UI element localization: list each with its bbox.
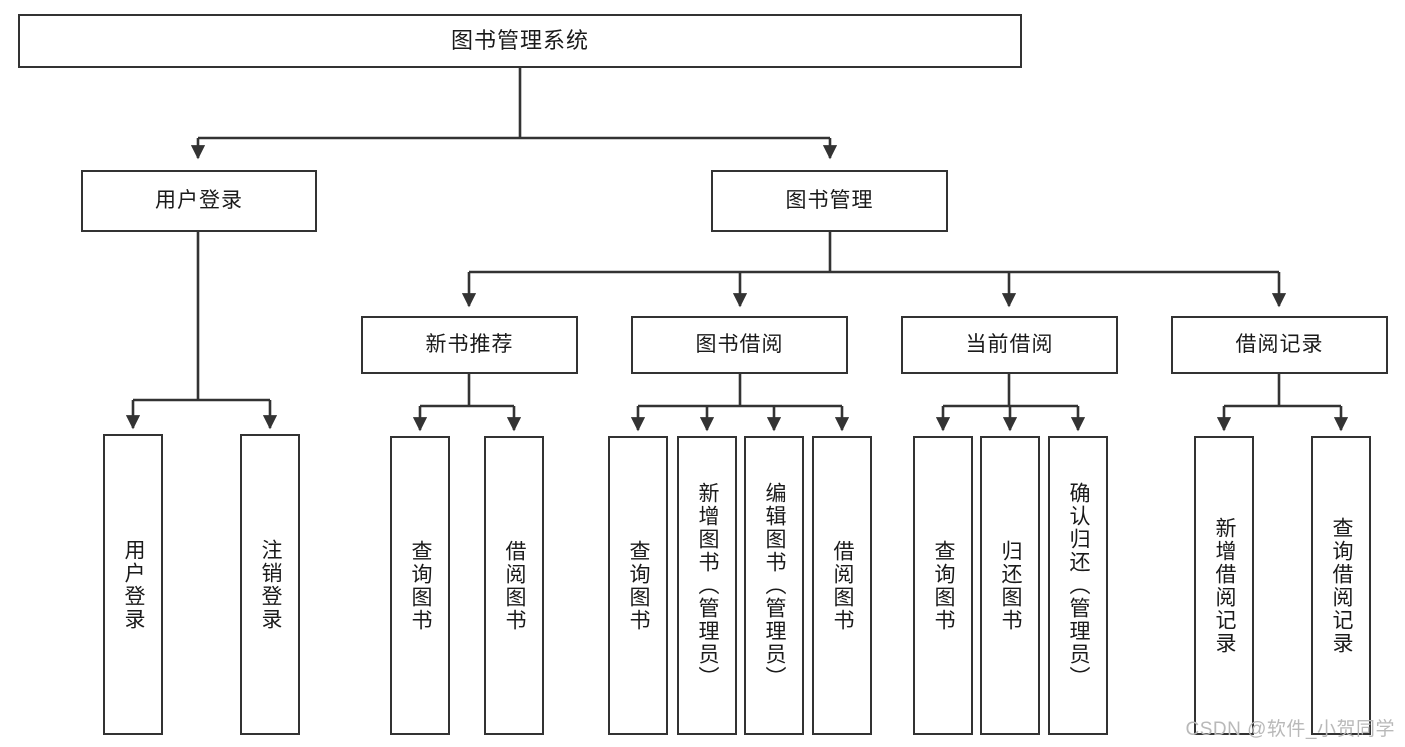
leaf-edit-book-label: 编辑图书（管理员） <box>763 482 787 689</box>
leaf-query-book-2[interactable]: 查询图书 <box>608 436 668 735</box>
node-book-borrow[interactable]: 图书借阅 <box>631 316 848 374</box>
leaf-confirm-return[interactable]: 确认归还（管理员） <box>1048 436 1108 735</box>
leaf-query-book-3-label: 查询图书 <box>932 539 956 632</box>
leaf-add-book-label: 新增图书（管理员） <box>696 482 720 689</box>
leaf-logout[interactable]: 注销登录 <box>240 434 300 735</box>
leaf-query-book-3[interactable]: 查询图书 <box>913 436 973 735</box>
leaf-add-book[interactable]: 新增图书（管理员） <box>677 436 737 735</box>
leaf-edit-book[interactable]: 编辑图书（管理员） <box>744 436 804 735</box>
node-current-borrow-label: 当前借阅 <box>965 333 1054 357</box>
leaf-user-login-label: 用户登录 <box>122 538 146 631</box>
node-user-login-label: 用户登录 <box>155 189 243 213</box>
leaf-query-book-2-label: 查询图书 <box>627 539 651 632</box>
leaf-add-record[interactable]: 新增借阅记录 <box>1194 436 1254 735</box>
leaf-borrow-book-2-label: 借阅图书 <box>831 539 855 632</box>
leaf-borrow-book-2[interactable]: 借阅图书 <box>812 436 872 735</box>
node-new-book-recommend[interactable]: 新书推荐 <box>361 316 578 374</box>
leaf-user-login[interactable]: 用户登录 <box>103 434 163 735</box>
node-new-book-recommend-label: 新书推荐 <box>425 333 514 357</box>
leaf-query-record[interactable]: 查询借阅记录 <box>1311 436 1371 735</box>
leaf-borrow-book-1[interactable]: 借阅图书 <box>484 436 544 735</box>
node-book-borrow-label: 图书借阅 <box>695 333 784 357</box>
leaf-query-record-label: 查询借阅记录 <box>1330 516 1354 655</box>
node-root-label: 图书管理系统 <box>450 27 589 53</box>
node-book-management-label: 图书管理 <box>785 189 874 213</box>
leaf-query-book-1-label: 查询图书 <box>409 539 433 632</box>
node-root[interactable]: 图书管理系统 <box>18 14 1022 68</box>
leaf-borrow-book-1-label: 借阅图书 <box>503 539 527 632</box>
leaf-query-book-1[interactable]: 查询图书 <box>390 436 450 735</box>
leaf-add-record-label: 新增借阅记录 <box>1213 516 1237 655</box>
node-current-borrow[interactable]: 当前借阅 <box>901 316 1118 374</box>
node-book-management[interactable]: 图书管理 <box>711 170 948 232</box>
leaf-confirm-return-label: 确认归还（管理员） <box>1067 482 1091 689</box>
leaf-logout-label: 注销登录 <box>259 538 283 631</box>
leaf-return-book[interactable]: 归还图书 <box>980 436 1040 735</box>
node-borrow-record[interactable]: 借阅记录 <box>1171 316 1388 374</box>
leaf-return-book-label: 归还图书 <box>999 539 1023 632</box>
node-borrow-record-label: 借阅记录 <box>1235 333 1324 357</box>
watermark: CSDN @软件_小贺同学 <box>1185 719 1395 740</box>
node-user-login[interactable]: 用户登录 <box>81 170 317 232</box>
